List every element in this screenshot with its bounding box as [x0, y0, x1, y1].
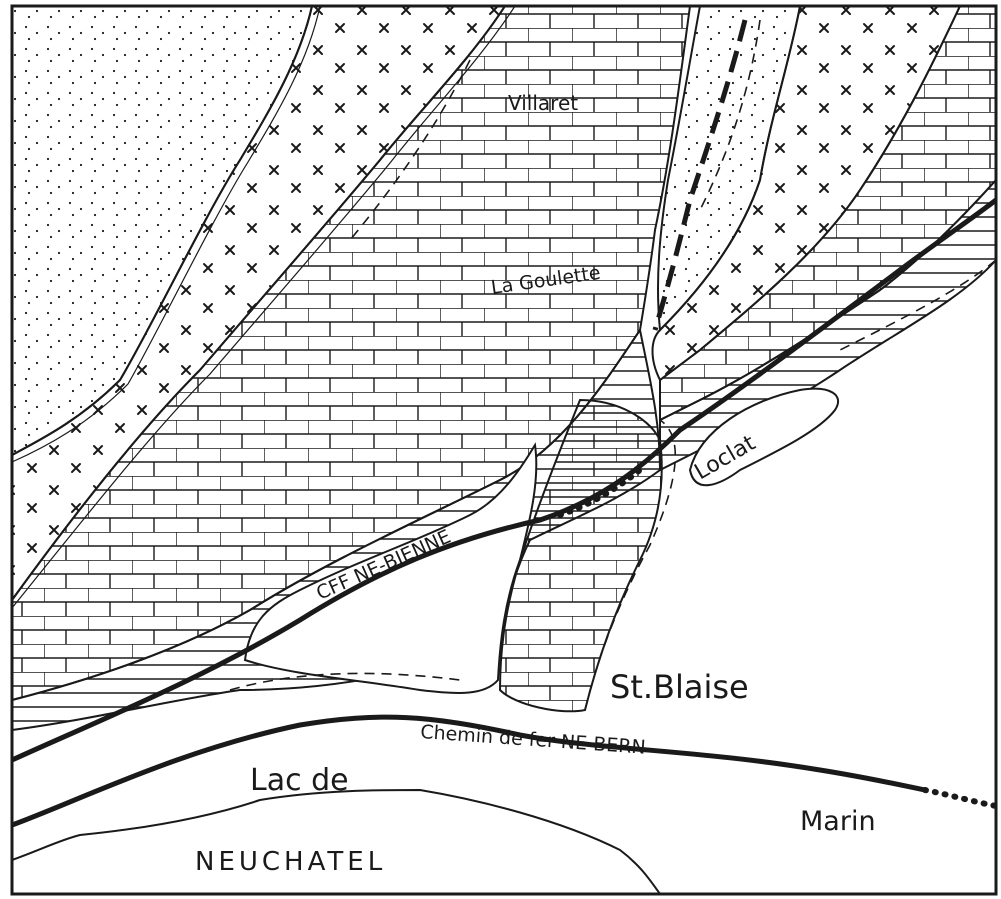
- contact-lines: [11, 5, 516, 609]
- label-lac-de: Lac de: [250, 763, 349, 798]
- railway-ne-bern-dotted-section: [922, 787, 999, 809]
- railway-cff-dotted-section: [557, 467, 643, 518]
- label-villaret: Villaret: [508, 91, 578, 115]
- dashed-contacts: [229, 19, 997, 711]
- lake-loclat: [688, 387, 840, 487]
- railway-cff-ne-bienne: [10, 198, 998, 763]
- label-st-blaise: St.Blaise: [610, 668, 749, 706]
- railway-ne-bern: [11, 714, 926, 828]
- lake-shoreline: [11, 788, 661, 895]
- label-neuchatel: NEUCHATEL: [195, 847, 386, 877]
- label-marin: Marin: [800, 806, 876, 837]
- fault-line: [652, 19, 748, 331]
